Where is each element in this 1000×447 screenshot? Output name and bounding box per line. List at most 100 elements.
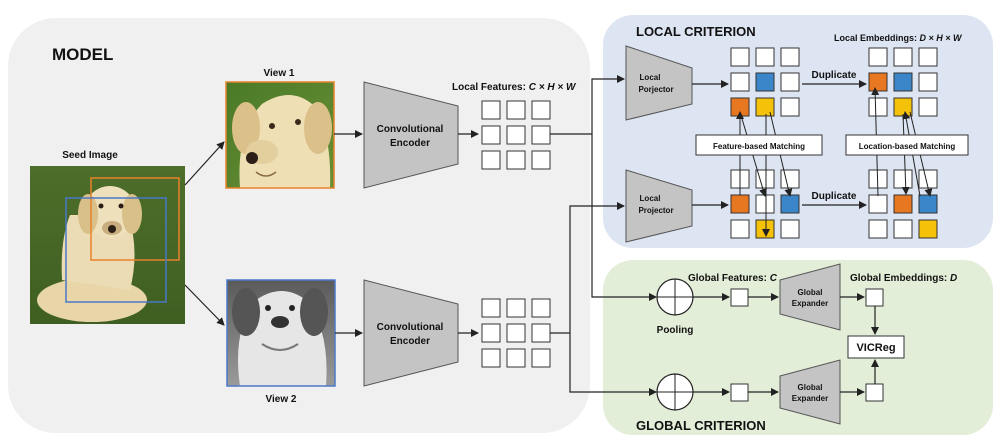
encoder1 bbox=[363, 81, 459, 189]
view1-label: View 1 bbox=[264, 68, 295, 79]
global-features-label: Global Features: C bbox=[688, 273, 778, 284]
global-expander-top bbox=[779, 263, 841, 331]
expander-bottom-label-line2: Expander bbox=[792, 394, 828, 403]
line-features2-route bbox=[550, 202, 625, 334]
local-embedding-cell bbox=[755, 72, 775, 92]
local-projector-bottom bbox=[625, 169, 693, 243]
local-embeddings-label: Local Embeddings: D × H × W bbox=[834, 33, 963, 43]
local-embedding-cell bbox=[755, 194, 775, 214]
local-embedding-cell bbox=[780, 194, 800, 214]
local-features-prefix: Local Features: bbox=[452, 82, 529, 93]
local-embedding-cell bbox=[730, 194, 750, 214]
global-criterion-title: GLOBAL CRITERION bbox=[636, 418, 766, 433]
projector-top-label-line2: Porjector bbox=[638, 85, 673, 94]
local-feature-cell bbox=[506, 100, 526, 120]
encoder1-label-line2: Encoder bbox=[390, 138, 430, 149]
local-embedding-cell bbox=[730, 219, 750, 239]
local-feature-cell bbox=[481, 125, 501, 145]
local-embedding-cell bbox=[893, 72, 913, 92]
local-feature-cell bbox=[481, 323, 501, 343]
local-embedding-cell bbox=[755, 169, 775, 189]
local-embedding-cell bbox=[918, 97, 938, 117]
local-embeddings-prefix: Local Embeddings: bbox=[834, 33, 920, 43]
global-embedding-box-bottom bbox=[865, 383, 884, 402]
local-embedding-cell bbox=[868, 47, 888, 67]
encoder2-label-line1: Convolutional bbox=[377, 322, 444, 333]
expander-top-label-line2: Expander bbox=[792, 299, 828, 308]
encoder2 bbox=[363, 279, 459, 387]
local-feature-cell bbox=[531, 323, 551, 343]
encoder1-label-line1: Convolutional bbox=[377, 124, 444, 135]
expander-top-label-line1: Global bbox=[798, 288, 823, 297]
local-embedding-cell bbox=[755, 97, 775, 117]
local-embedding-cell bbox=[918, 194, 938, 214]
local-embedding-grids bbox=[730, 47, 938, 239]
local-feature-cell bbox=[506, 150, 526, 170]
local-embedding-cell bbox=[893, 47, 913, 67]
local-criterion-title: LOCAL CRITERION bbox=[636, 24, 756, 39]
local-embedding-cell bbox=[868, 219, 888, 239]
global-feature-box-top bbox=[730, 288, 749, 307]
view1-image bbox=[226, 82, 334, 188]
local-embeddings-dims: D × H × W bbox=[920, 33, 964, 43]
local-embedding-cell bbox=[918, 169, 938, 189]
local-feature-cell bbox=[481, 348, 501, 368]
arrow-seed-to-view1 bbox=[184, 141, 225, 186]
projector-top-label-line1: Local bbox=[640, 73, 661, 82]
line-features1-route bbox=[550, 75, 625, 135]
local-embedding-cell bbox=[918, 72, 938, 92]
local-embedding-cell bbox=[868, 97, 888, 117]
local-feature-cell bbox=[506, 323, 526, 343]
local-feature-cell bbox=[531, 125, 551, 145]
local-feature-cell bbox=[531, 348, 551, 368]
line-features1-to-pooling bbox=[591, 134, 657, 301]
model-title: MODEL bbox=[52, 45, 113, 64]
local-features-label: Local Features: C × H × W bbox=[452, 82, 577, 93]
global-features-prefix: Global Features: bbox=[688, 273, 770, 284]
local-feature-cell bbox=[531, 150, 551, 170]
local-embedding-cell bbox=[780, 169, 800, 189]
seed-image-label: Seed Image bbox=[62, 150, 118, 161]
local-features-grid-view2 bbox=[481, 298, 551, 368]
global-features-dims: C bbox=[770, 273, 778, 284]
line-features2-to-pooling bbox=[569, 333, 657, 396]
feature-matching-label: Feature-based Matching bbox=[713, 142, 805, 151]
local-embedding-cell bbox=[893, 97, 913, 117]
local-projector-top bbox=[625, 45, 693, 121]
vicreg-label: VICReg bbox=[856, 342, 895, 354]
local-embedding-cell bbox=[868, 72, 888, 92]
encoder2-label-line2: Encoder bbox=[390, 336, 430, 347]
local-feature-cell bbox=[506, 125, 526, 145]
duplicate-top-label: Duplicate bbox=[811, 70, 856, 81]
local-embedding-cell bbox=[893, 219, 913, 239]
local-embedding-cell bbox=[755, 219, 775, 239]
local-embedding-cell bbox=[893, 194, 913, 214]
duplicate-bottom-label: Duplicate bbox=[811, 191, 856, 202]
local-feature-cell bbox=[531, 298, 551, 318]
global-embeddings-dims: D bbox=[950, 273, 957, 284]
local-embedding-cell bbox=[918, 219, 938, 239]
local-embedding-cell bbox=[918, 47, 938, 67]
global-feature-box-bottom bbox=[730, 383, 749, 402]
local-feature-cell bbox=[481, 150, 501, 170]
global-expander-bottom bbox=[779, 359, 841, 425]
location-matching-box bbox=[845, 134, 969, 156]
pooling-circle-bottom bbox=[656, 373, 694, 411]
local-feature-cell bbox=[506, 298, 526, 318]
feature-matching-box bbox=[695, 134, 823, 156]
seed-image bbox=[30, 166, 185, 324]
local-features-dims: C × H × W bbox=[529, 82, 577, 93]
projector-bottom-label-line2: Projector bbox=[638, 206, 673, 215]
local-embedding-cell bbox=[868, 194, 888, 214]
vicreg-box bbox=[847, 335, 905, 359]
location-matching-label: Location-based Matching bbox=[859, 142, 956, 151]
local-embedding-cell bbox=[893, 169, 913, 189]
view1-border bbox=[225, 81, 335, 189]
local-feature-cell bbox=[531, 100, 551, 120]
local-embedding-cell bbox=[780, 72, 800, 92]
local-feature-cell bbox=[481, 100, 501, 120]
local-embedding-cell bbox=[780, 97, 800, 117]
global-embedding-box-top bbox=[865, 288, 884, 307]
local-embedding-cell bbox=[780, 47, 800, 67]
